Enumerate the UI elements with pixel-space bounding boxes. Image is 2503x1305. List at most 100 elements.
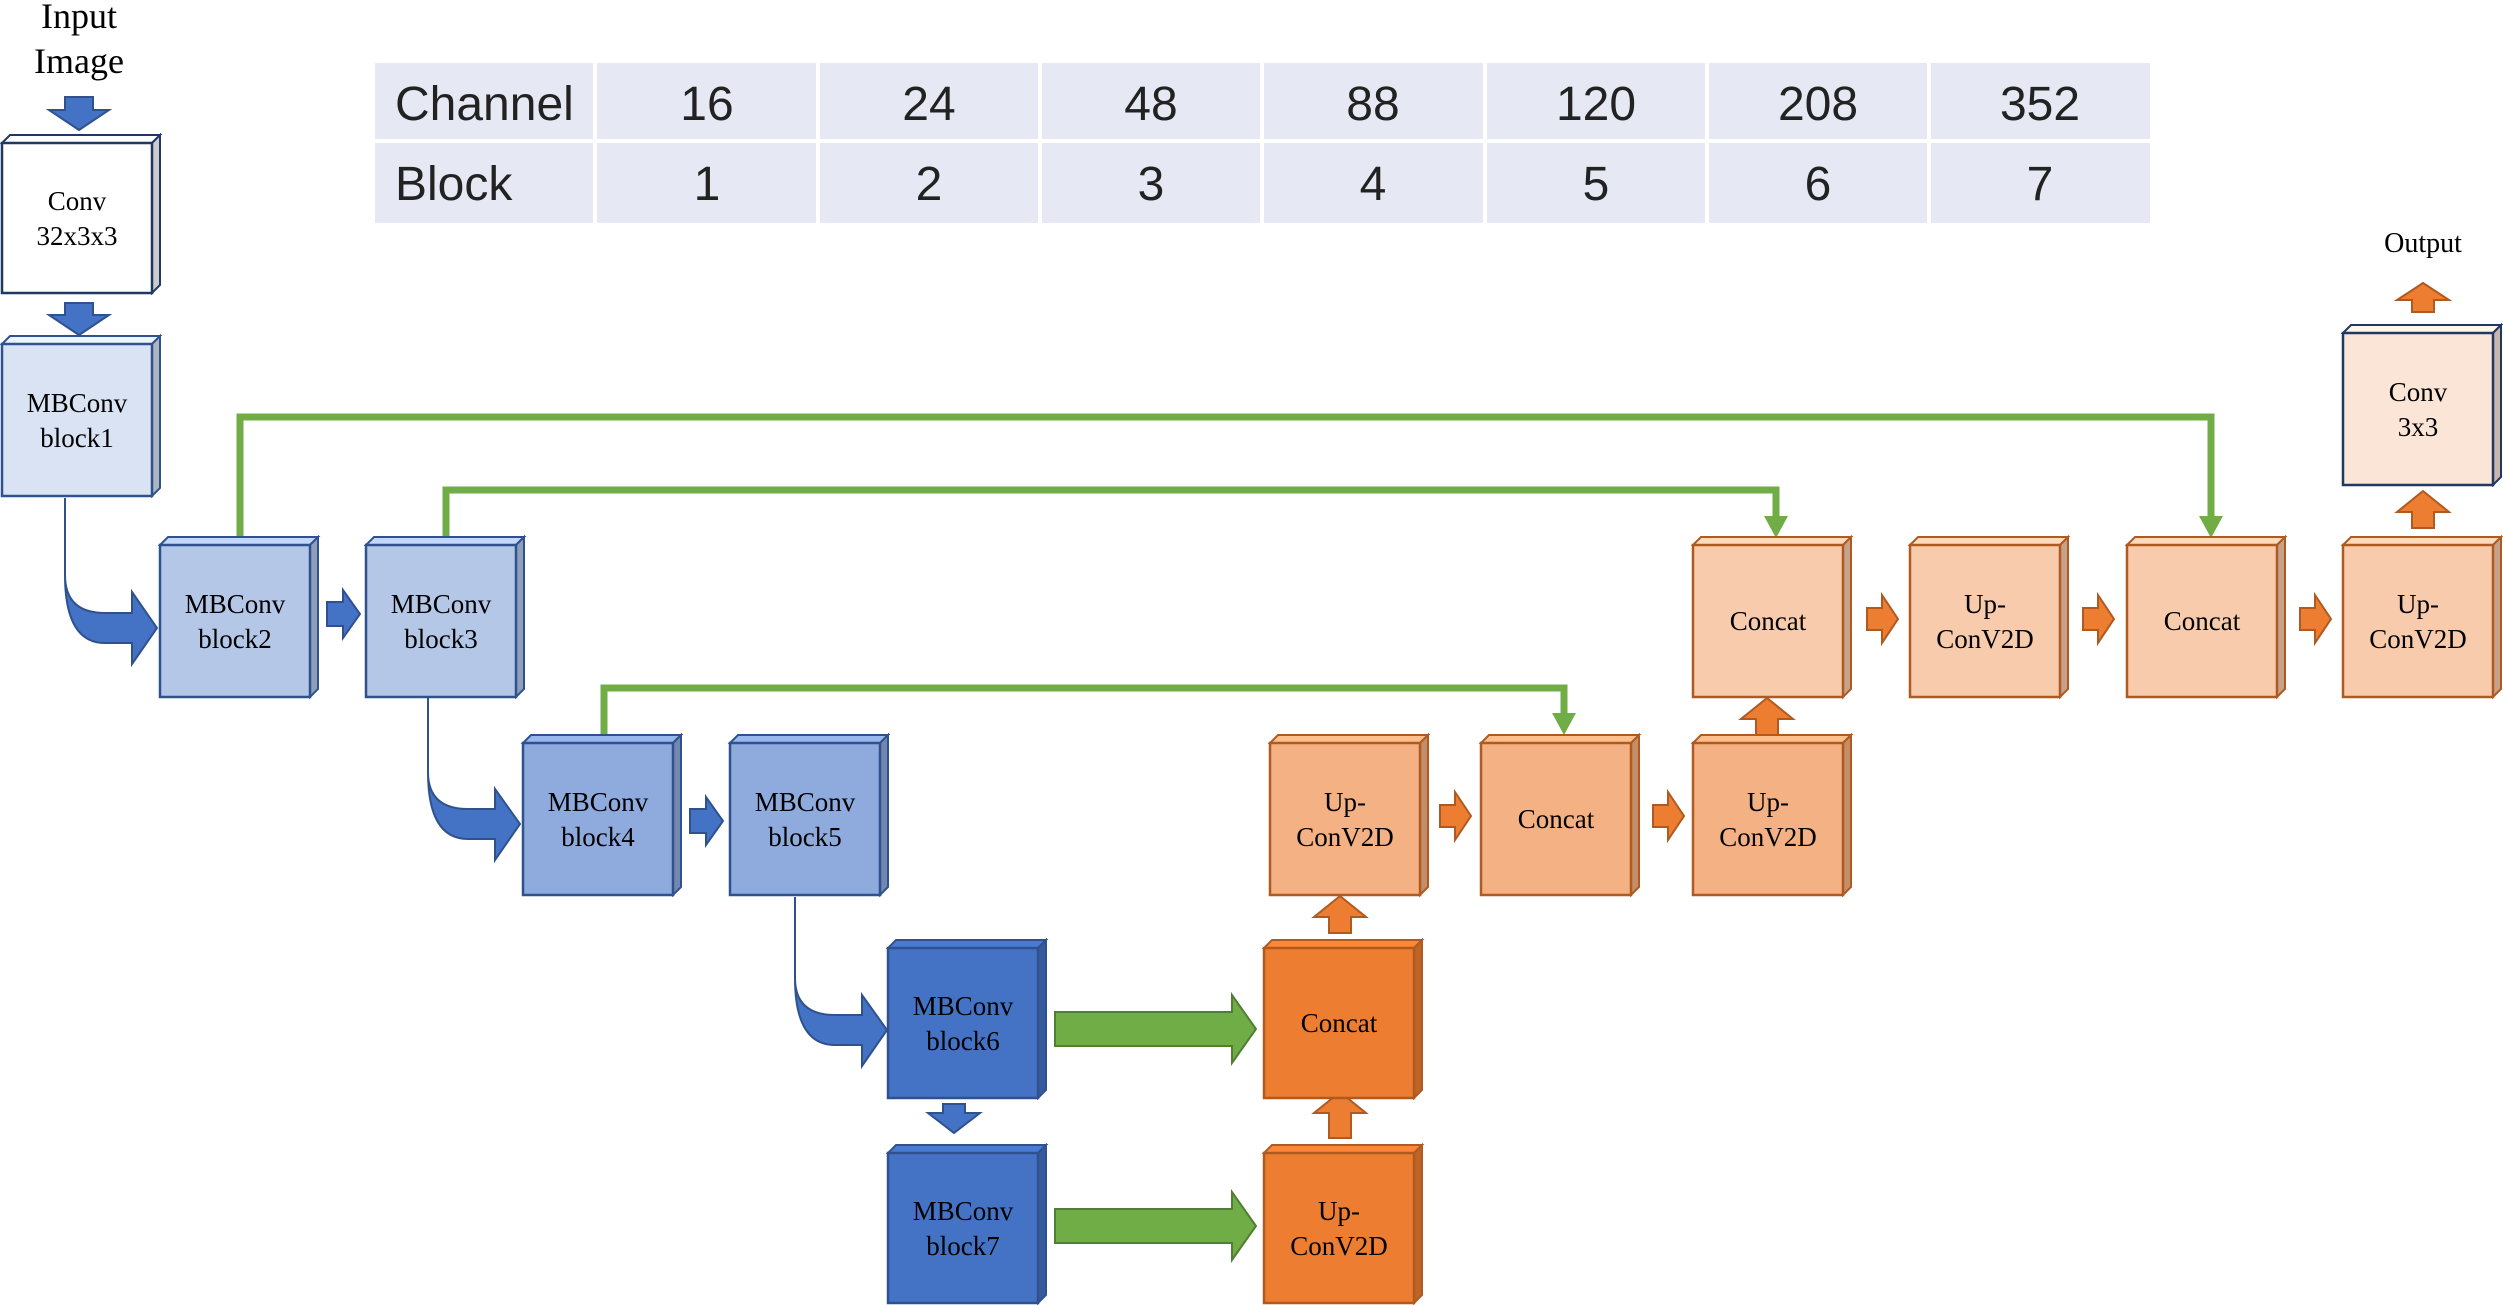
block-label-line2: block7 — [926, 1231, 1000, 1261]
block-front-face — [158, 543, 312, 699]
block-up3: Up- ConV2D — [1690, 732, 1854, 898]
arrow-down — [45, 96, 113, 132]
block-front-face — [364, 543, 518, 699]
arrow-elbow-block1-block2 — [64, 498, 159, 668]
arrow-down — [925, 1103, 983, 1135]
skip-connections — [236, 413, 2223, 1264]
block-front-face — [1908, 543, 2062, 699]
block-label: Concat — [1730, 606, 1807, 636]
table-cell: 1 — [694, 158, 721, 211]
block-label-line2: ConV2D — [2369, 624, 2467, 654]
block-label-line1: Up- — [1747, 787, 1789, 817]
block-front-face — [886, 946, 1040, 1100]
table-cell: 120 — [1556, 78, 1636, 131]
arrow-up — [2394, 489, 2452, 529]
block-up2: Up- ConV2D — [1267, 732, 1431, 898]
block-label-line1: MBConv — [548, 787, 649, 817]
block-label-line1: Conv — [48, 186, 107, 216]
encoder-arrows — [45, 96, 983, 1135]
arrow-up — [1311, 1090, 1369, 1139]
skip-block4-to-concat2 — [600, 684, 1568, 738]
block-label-line2: block6 — [926, 1026, 1000, 1056]
blocks: Conv32x3x3MBConvblock1MBConvblock2MBConv… — [0, 132, 2503, 1305]
block-front-face — [1479, 741, 1633, 897]
table-column-dividers — [593, 63, 1931, 223]
arrow-head-down — [1764, 516, 1788, 538]
block-label-line2: ConV2D — [1936, 624, 2034, 654]
block-conv-in: Conv 32x3x3 — [0, 132, 163, 296]
block-label-line2: block1 — [40, 423, 114, 453]
arrow-down — [45, 302, 113, 337]
block-front-face — [886, 1151, 1040, 1305]
block-mb4: MBConv block4 — [520, 732, 684, 898]
block-mb1: MBConv block1 — [0, 333, 163, 499]
arrow-up — [1311, 894, 1369, 934]
block-front-face — [2341, 543, 2495, 699]
table-cell: 3 — [1138, 158, 1165, 211]
block-label-line1: Up- — [1964, 589, 2006, 619]
table-cell: 6 — [1805, 158, 1832, 211]
block-mb7: MBConv block7 — [885, 1142, 1049, 1305]
table-row-block: Block 1 2 3 4 5 6 7 — [395, 158, 2053, 211]
block-front-face — [1268, 741, 1422, 897]
block-front-face — [0, 342, 154, 498]
block-front-face — [1262, 1151, 1416, 1305]
table-cell: 16 — [680, 78, 733, 131]
arrow-elbow-block3-block4 — [427, 697, 522, 864]
table-cell: 88 — [1346, 78, 1399, 131]
arrow-right — [689, 793, 725, 849]
block-concat3: Concat — [1690, 534, 1854, 700]
table-cell: 352 — [2000, 78, 2080, 131]
input-label-line2: Image — [34, 41, 124, 81]
block-label-line1: MBConv — [913, 1196, 1014, 1226]
block-front-face — [521, 741, 675, 897]
block-label: Concat — [1301, 1008, 1378, 1038]
arrow-right — [1652, 788, 1686, 844]
block-label: Concat — [2164, 606, 2241, 636]
block-label-line2: ConV2D — [1719, 822, 1817, 852]
block-label-line1: MBConv — [27, 388, 128, 418]
block-concat4: Concat — [2124, 534, 2288, 700]
block-label-line2: block3 — [404, 624, 478, 654]
block-mb6: MBConv block6 — [885, 937, 1049, 1101]
table-row-channel: Channel 16 24 48 88 120 208 352 — [395, 78, 2080, 131]
block-label-line2: ConV2D — [1296, 822, 1394, 852]
block-front-face — [2125, 543, 2279, 699]
table-cell: 5 — [1583, 158, 1610, 211]
arrow-head-down — [1552, 713, 1576, 735]
block-conv-out: Conv 3x3 — [2340, 322, 2503, 488]
block-mb3: MBConv block3 — [363, 534, 527, 700]
block-label-line1: Up- — [1324, 787, 1366, 817]
arrow-up — [1738, 696, 1796, 736]
decoder-arrows — [1311, 281, 2453, 1139]
table-cell: 24 — [902, 78, 955, 131]
skip-block3-to-concat3 — [442, 486, 1780, 540]
block-label-line1: MBConv — [185, 589, 286, 619]
arrow-right — [1866, 591, 1900, 647]
skip-block1-to-concat4 — [236, 413, 2215, 540]
block-label-line2: block5 — [768, 822, 842, 852]
block-label-line1: Conv — [2389, 377, 2448, 407]
block-label-line2: block4 — [561, 822, 635, 852]
input-label-line1: Input — [41, 0, 117, 36]
block-up1: Up- ConV2D — [1261, 1142, 1425, 1305]
block-label-line2: block2 — [198, 624, 272, 654]
block-label: Concat — [1518, 804, 1595, 834]
skip-block7-to-up1 — [1054, 1188, 1258, 1264]
output-label: Output — [2384, 228, 2462, 259]
block-up4: Up- ConV2D — [1907, 534, 2071, 700]
table-cell: 7 — [2027, 158, 2054, 211]
table-cell: 208 — [1778, 78, 1858, 131]
block-concat1: Concat — [1261, 937, 1425, 1101]
channel-block-table: Channel 16 24 48 88 120 208 352 Block 1 … — [375, 63, 2150, 223]
block-label-line1: MBConv — [391, 589, 492, 619]
block-label-line2: 32x3x3 — [37, 221, 118, 251]
block-label-line1: Up- — [1318, 1196, 1360, 1226]
block-label-line2: ConV2D — [1290, 1231, 1388, 1261]
arrow-right — [2299, 591, 2333, 647]
block-label-line2: 3x3 — [2398, 412, 2439, 442]
block-label-line1: MBConv — [913, 991, 1014, 1021]
arrow-right — [2082, 591, 2116, 647]
arrow-head-down — [2199, 516, 2223, 538]
